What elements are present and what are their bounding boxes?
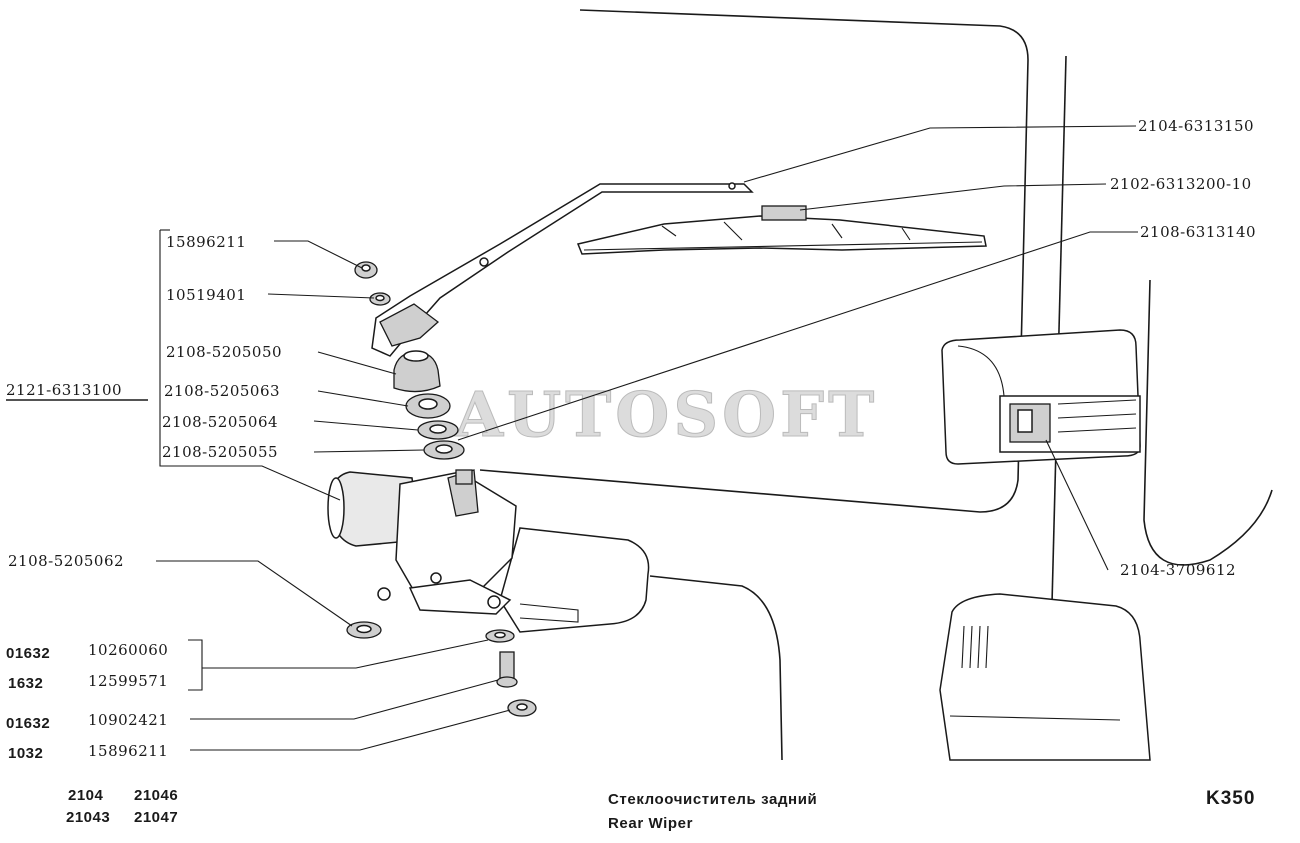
label-wiper-blade: 2102-6313200-10	[1110, 175, 1252, 193]
bushing-part	[423, 440, 465, 460]
sheet-code: K350	[1206, 788, 1255, 809]
fastener-number-4: 15896211	[88, 742, 168, 760]
watermark-text: AUTOSOFT	[454, 378, 878, 451]
label-gasket: 2108-5205064	[162, 413, 278, 431]
fastener-number-1: 10260060	[88, 641, 168, 659]
label-wiper-arm: 2104-6313150	[1138, 117, 1254, 135]
label-cap: 2108-5205050	[166, 343, 282, 361]
label-switch: 2104-3709612	[1120, 561, 1236, 579]
label-bushing: 2108-5205055	[162, 443, 278, 461]
title-en: Rear Wiper	[608, 815, 693, 832]
title-ru: Стеклоочиститель задний	[608, 791, 817, 808]
model-21047: 21047	[134, 809, 178, 826]
label-washer-top: 10519401	[166, 286, 246, 304]
switch-panel	[941, 329, 1141, 465]
wiper-motor	[327, 469, 517, 615]
fastener-number-3: 10902421	[88, 711, 168, 729]
fastener-variant-4: 1032	[8, 745, 43, 762]
wiper-arm	[371, 182, 754, 357]
spacer-part	[405, 393, 451, 419]
washer-top-part	[369, 292, 391, 306]
cap-part	[393, 350, 441, 393]
model-2104: 2104	[68, 787, 104, 804]
label-wiper-assembly: 2121-6313100	[6, 381, 122, 399]
fastener-variant-1: 01632	[6, 645, 50, 662]
fastener-variant-3: 01632	[6, 715, 50, 732]
label-mount-pad: 2108-5205062	[8, 552, 124, 570]
wiper-blade	[576, 205, 987, 255]
label-spacer: 2108-5205063	[164, 382, 280, 400]
fastener-number-2: 12599571	[88, 672, 168, 690]
fastener-variant-2: 1632	[8, 675, 43, 692]
model-21043: 21043	[66, 809, 110, 826]
label-wiper-link: 2108-6313140	[1140, 223, 1256, 241]
model-21046: 21046	[134, 787, 178, 804]
washer-lower-part	[485, 629, 515, 643]
rear-seat	[939, 593, 1151, 761]
label-nut-top: 15896211	[166, 233, 246, 251]
nut-top-part	[354, 261, 378, 279]
mount-pad-part	[346, 621, 382, 639]
gasket-part	[417, 420, 459, 440]
bolt-part	[496, 651, 518, 688]
nut-lower-part	[507, 699, 537, 717]
mount-bracket	[499, 527, 650, 633]
seat-texture	[961, 625, 989, 669]
leader-lines	[6, 125, 1138, 751]
